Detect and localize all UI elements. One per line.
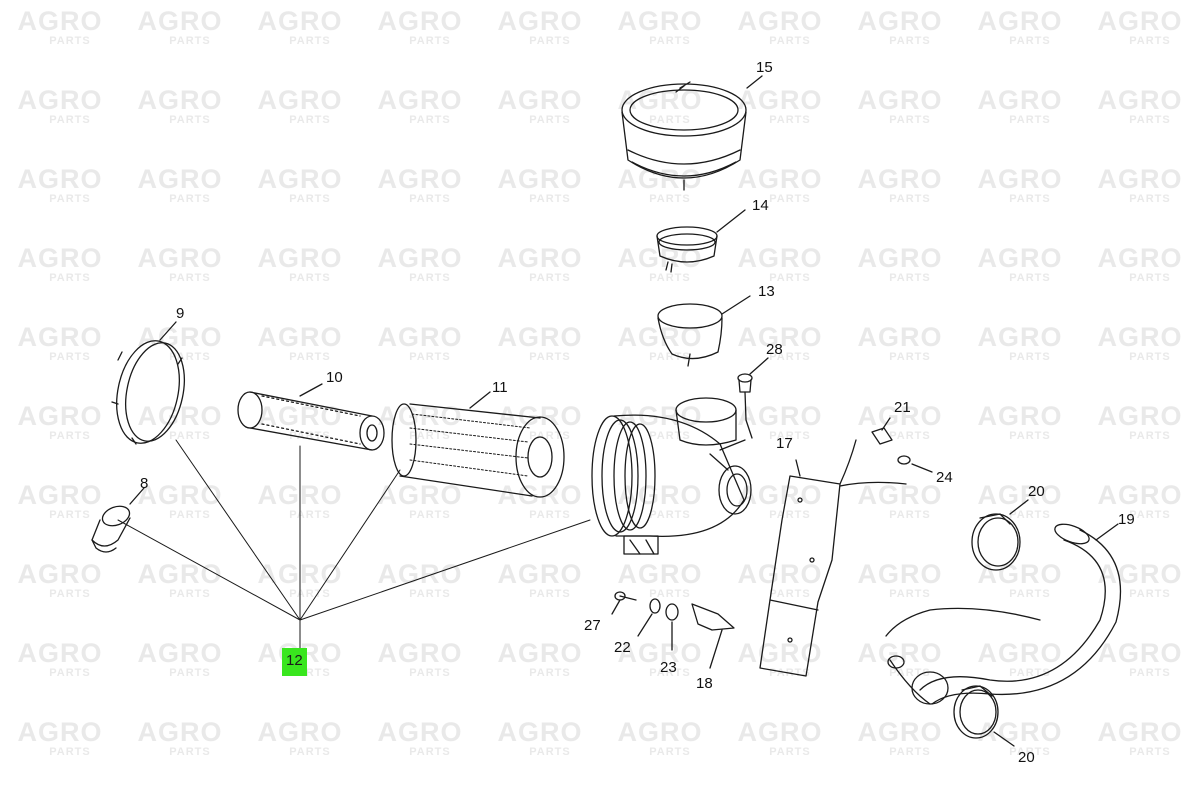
air-cleaner-housing-drawing [591, 397, 752, 555]
callout-part-28[interactable]: 28 [766, 341, 783, 358]
callout-part-12[interactable]: 12 [282, 648, 307, 676]
callout-part-22[interactable]: 22 [614, 639, 631, 656]
precleaner-cap-drawing [621, 75, 763, 191]
callout-part-17[interactable]: 17 [776, 435, 793, 452]
main-filter-element-drawing [391, 391, 565, 498]
clamp-ring-drawing [111, 321, 185, 445]
callout-part-18[interactable]: 18 [696, 675, 713, 692]
callout-part-20b[interactable]: 20 [1018, 749, 1035, 766]
callout-part-9[interactable]: 9 [176, 305, 185, 322]
callout-part-13[interactable]: 13 [758, 283, 775, 300]
callout-part-23[interactable]: 23 [660, 659, 677, 676]
callout-part-21[interactable]: 21 [894, 399, 911, 416]
callout-part-15[interactable]: 15 [756, 59, 773, 76]
callout-part-24[interactable]: 24 [936, 469, 953, 486]
fastener-set-drawing [611, 591, 735, 669]
mounting-bracket-drawing [759, 439, 907, 677]
safety-filter-drawing [237, 383, 385, 451]
callout-part-27[interactable]: 27 [584, 617, 601, 634]
callout-part-8[interactable]: 8 [140, 475, 149, 492]
hose-clamp-drawing [656, 209, 746, 273]
callout-part-10[interactable]: 10 [326, 369, 343, 386]
intake-hose-drawing [885, 523, 1122, 705]
callout-part-20a[interactable]: 20 [1028, 483, 1045, 500]
vacuator-valve-drawing [91, 487, 145, 553]
kit-leader-lines [117, 439, 591, 651]
hose-clamps-drawing [911, 499, 1029, 747]
callout-part-19[interactable]: 19 [1118, 511, 1135, 528]
callout-part-14[interactable]: 14 [752, 197, 769, 214]
rubber-adapter-drawing [657, 295, 751, 367]
bolt-washer-drawing [871, 417, 933, 473]
callout-part-11[interactable]: 11 [492, 379, 508, 396]
restriction-sensor-drawing [737, 357, 769, 439]
